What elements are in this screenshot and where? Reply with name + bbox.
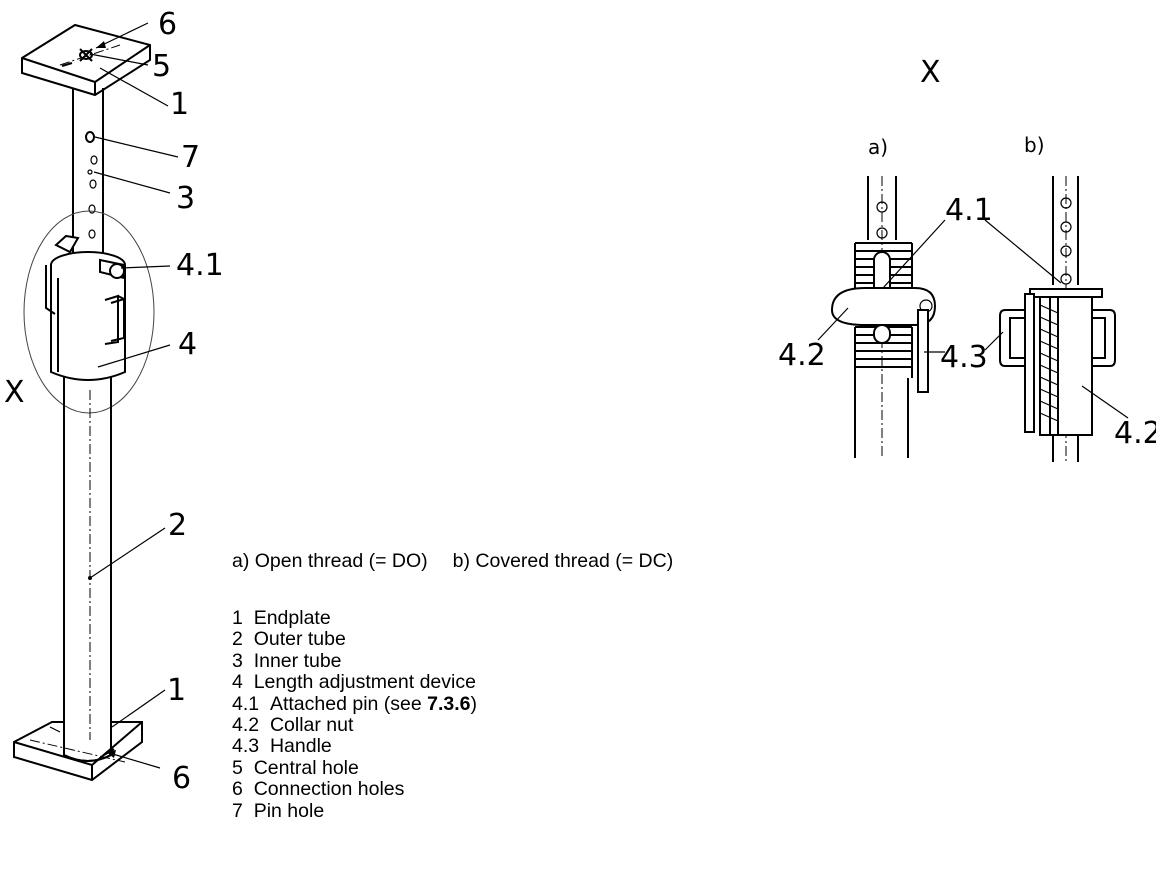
legend-item: 4.1 Attached pin (see 7.3.6) [232, 692, 478, 715]
detail-x-label: X [920, 55, 941, 90]
length-adjustment-device [45, 234, 126, 381]
detail-a-label: a) [868, 135, 888, 159]
callout-1-bottom: 1 [167, 673, 186, 708]
callout-3: 3 [176, 181, 195, 216]
legend-item: 2 Outer tube [232, 628, 346, 651]
callout-1-top: 1 [170, 87, 189, 122]
legend-item: 5 Central hole [232, 756, 359, 779]
top-endplate [21, 23, 151, 97]
callout-6-bottom: 6 [172, 761, 191, 796]
detail-b-covered-thread [984, 176, 1129, 462]
leader-lines-left [89, 22, 179, 769]
legend-item: 4.3 Handle [232, 735, 332, 758]
parts-legend: 1 Endplate 2 Outer tube 3 Inner tube 4 L… [232, 607, 478, 822]
callout-4-2-b: 4.2 [1114, 416, 1156, 451]
legend-item: 4.2 Collar nut [232, 714, 354, 737]
detail-a-open-thread [817, 176, 946, 458]
caption-covered-thread: b) Covered thread (= DC) [452, 550, 674, 572]
outer-tube [63, 377, 112, 755]
legend-item: 4 Length adjustment device [232, 671, 476, 694]
detail-x-outline [23, 210, 155, 414]
callout-4: 4 [178, 327, 197, 362]
callout-4-1-detail: 4.1 [945, 193, 993, 228]
callout-5: 5 [152, 49, 171, 84]
pin-hole [85, 131, 95, 143]
legend-item: 7 Pin hole [232, 799, 325, 822]
callout-x-left: X [4, 375, 25, 410]
inner-tube [72, 88, 104, 262]
callout-4-1-left: 4.1 [176, 248, 224, 283]
detail-b-label: b) [1024, 133, 1045, 157]
section-reference: 7.3.6 [427, 692, 471, 715]
bottom-endplate [13, 721, 143, 782]
legend-item: 1 Endplate [232, 607, 331, 629]
central-hole-top [79, 50, 93, 60]
callout-4-2-a: 4.2 [778, 338, 826, 373]
callout-2: 2 [168, 508, 187, 543]
detail-x-view: X a) b) [778, 55, 1156, 462]
detail-captions: a) Open thread (= DO) b) Covered thread (… [232, 550, 673, 573]
legend-item: 6 Connection holes [232, 778, 405, 801]
callout-6-top: 6 [158, 7, 177, 42]
callout-4-3: 4.3 [940, 340, 988, 375]
caption-open-thread: a) Open thread (= DO) [232, 550, 428, 572]
callout-7: 7 [181, 140, 200, 175]
prop-full-view: 6 5 1 7 3 4.1 4 X 2 1 6 [4, 7, 224, 796]
legend-item: 3 Inner tube [232, 649, 342, 672]
